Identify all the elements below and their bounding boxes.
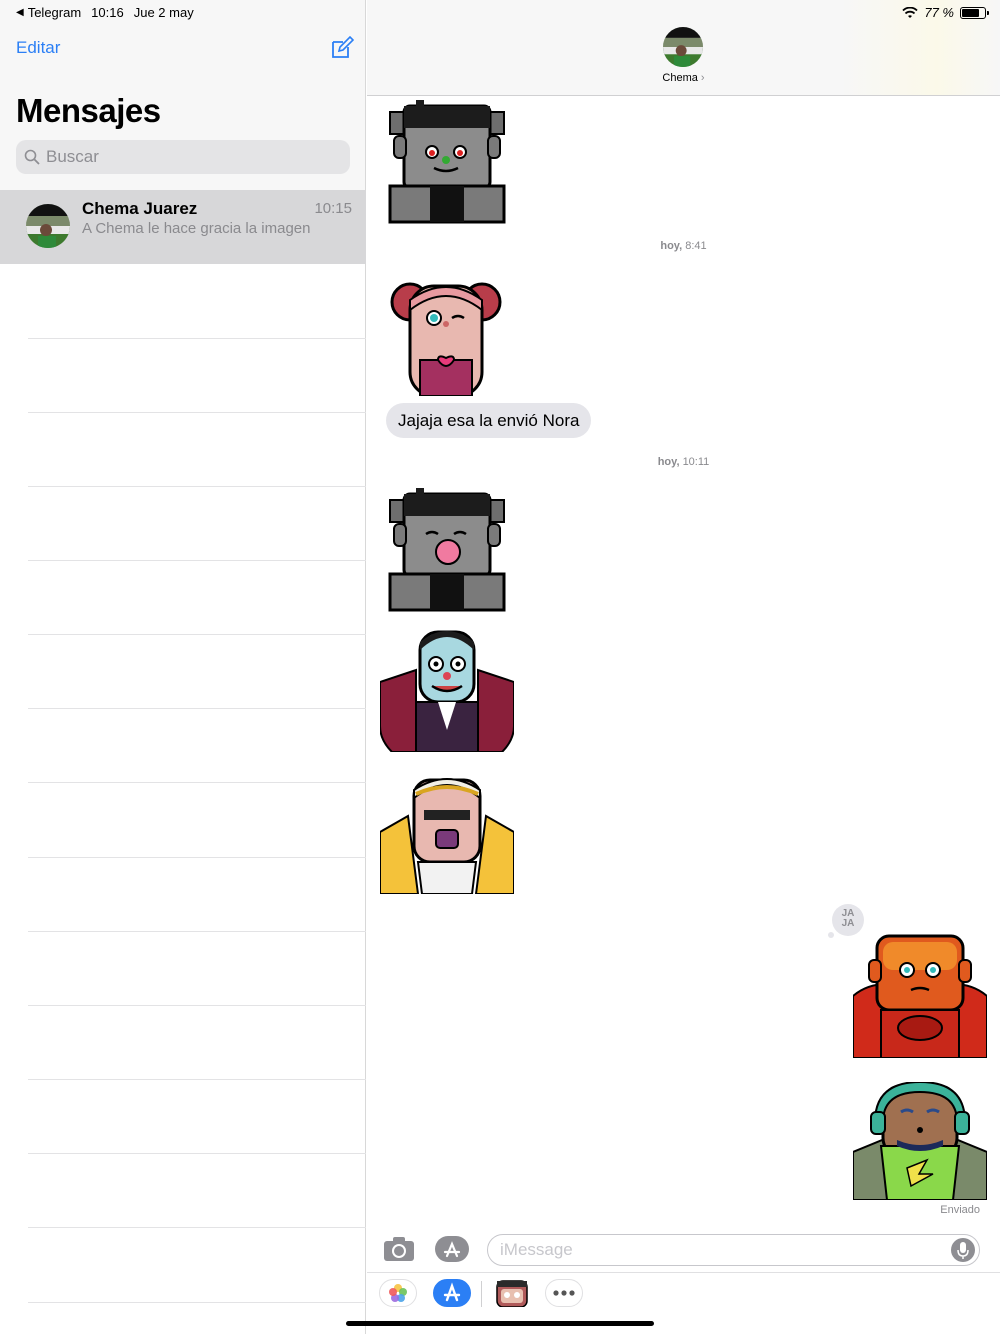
- app-store-tray-button[interactable]: [433, 1279, 471, 1307]
- chevron-right-icon: ›: [700, 72, 705, 84]
- search-icon: [24, 149, 40, 165]
- back-arrow-icon[interactable]: ◀: [16, 7, 24, 18]
- timestamp-day: hoy,: [657, 456, 680, 468]
- message-input[interactable]: [500, 1240, 940, 1260]
- app-tray: [367, 1272, 1000, 1334]
- conversation-time: 10:15: [314, 200, 352, 217]
- wifi-icon: [902, 6, 918, 18]
- compose-icon[interactable]: [330, 36, 354, 60]
- timestamp-time: 10:11: [682, 456, 710, 468]
- conversation-preview: A Chema le hace gracia la imagen: [82, 220, 311, 237]
- list-separator: [28, 412, 366, 413]
- contact-avatar[interactable]: [663, 27, 703, 67]
- list-separator: [28, 931, 366, 932]
- tray-separator: [481, 1281, 482, 1307]
- contact-name-button[interactable]: Chema ›: [367, 72, 1000, 84]
- input-bar: [367, 1230, 1000, 1272]
- list-separator: [28, 857, 366, 858]
- microphone-button[interactable]: [951, 1238, 975, 1262]
- list-separator: [28, 1153, 366, 1154]
- message-timestamp: hoy, 8:41: [367, 240, 1000, 252]
- status-date: Jue 2 may: [133, 5, 194, 20]
- tapback-label: JA JA: [841, 908, 855, 929]
- sticker-app-button[interactable]: [493, 1279, 531, 1308]
- search-input[interactable]: [46, 147, 326, 167]
- list-separator: [28, 1302, 366, 1303]
- status-time: 10:16: [91, 5, 124, 20]
- sticker-dracula[interactable]: [380, 630, 514, 752]
- list-separator: [28, 782, 366, 783]
- battery-icon: [960, 6, 989, 19]
- contact-name: Chema: [662, 72, 698, 84]
- list-separator: [28, 486, 366, 487]
- message-timestamp: hoy, 10:11: [367, 456, 1000, 468]
- sticker-frankenstein-bubblegum[interactable]: [386, 488, 508, 612]
- sticker-frankenstein[interactable]: [386, 100, 508, 224]
- message-bubble-incoming[interactable]: Jajaja esa la envió Nora: [386, 403, 592, 438]
- status-left: ◀ Telegram 10:16 Jue 2 may: [16, 5, 194, 20]
- timestamp-time: 8:41: [685, 240, 707, 252]
- list-separator: [28, 1227, 366, 1228]
- photos-app-button[interactable]: [379, 1279, 417, 1307]
- message-field[interactable]: [487, 1234, 980, 1266]
- status-bar: ◀ Telegram 10:16 Jue 2 may 77 %: [0, 0, 1000, 24]
- sticker-girl[interactable]: [390, 280, 502, 396]
- tapback-reaction[interactable]: JA JA: [828, 902, 866, 940]
- avatar-photo: [26, 204, 70, 248]
- sidebar: Editar Mensajes Chema Juarez 1: [0, 0, 366, 1334]
- chat-header: Chema ›: [367, 0, 1000, 96]
- list-separator: [28, 338, 366, 339]
- sticker-angel[interactable]: [380, 776, 514, 894]
- sticker-green-hoodie[interactable]: [853, 1082, 987, 1200]
- conversation-row[interactable]: Chema Juarez 10:15 A Chema le hace graci…: [0, 190, 366, 264]
- delivered-label: Enviado: [940, 1204, 980, 1216]
- timestamp-day: hoy,: [660, 240, 683, 252]
- list-separator: [28, 708, 366, 709]
- avatar-photo: [663, 27, 703, 67]
- app-store-icon: [443, 1241, 461, 1258]
- battery-fill: [962, 8, 979, 17]
- conversation-name: Chema Juarez: [82, 199, 198, 218]
- battery-percent: 77 %: [924, 5, 954, 20]
- microphone-icon: [957, 1242, 969, 1259]
- message-text: Jajaja esa la envió Nora: [398, 411, 580, 430]
- list-separator: [28, 1079, 366, 1080]
- sticker-app-icon: [496, 1280, 528, 1308]
- sidebar-header: Editar Mensajes: [0, 0, 365, 190]
- list-separator: [28, 1005, 366, 1006]
- app-store-icon: [443, 1282, 461, 1302]
- more-icon: [553, 1290, 575, 1296]
- list-separator: [28, 634, 366, 635]
- list-separator: [28, 560, 366, 561]
- more-apps-button[interactable]: [545, 1279, 583, 1307]
- photos-icon: [389, 1284, 407, 1302]
- avatar: [26, 204, 70, 248]
- back-app-label[interactable]: Telegram: [27, 5, 82, 20]
- home-indicator[interactable]: [346, 1321, 654, 1326]
- status-right: 77 %: [902, 5, 989, 20]
- edit-button[interactable]: Editar: [16, 38, 61, 57]
- page-title: Mensajes: [16, 92, 161, 129]
- search-box[interactable]: [16, 140, 350, 174]
- sticker-superhero[interactable]: [853, 934, 987, 1058]
- app-store-button[interactable]: [435, 1236, 469, 1262]
- camera-icon[interactable]: [383, 1236, 415, 1262]
